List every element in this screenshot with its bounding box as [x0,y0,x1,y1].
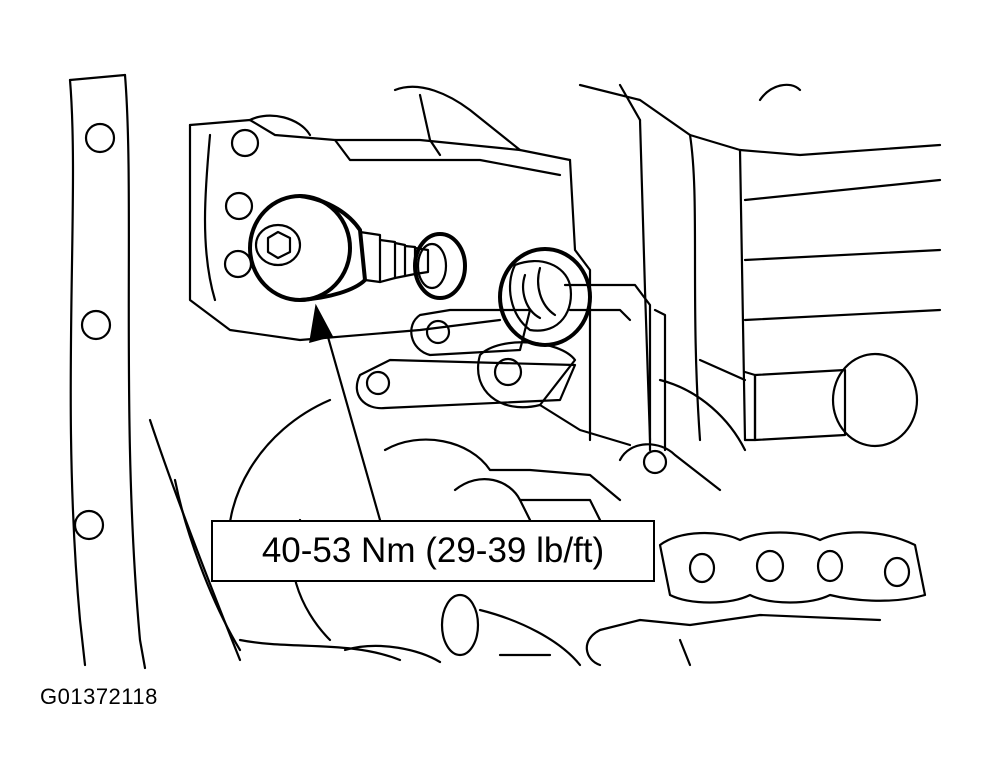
right-case-housing [568,83,942,452]
servo-plug-cap [831,352,919,448]
hex-socket-bolt-icon [248,194,467,302]
servo-plug [743,352,919,448]
bolt-washer [413,232,467,300]
gasket-hole-3 [816,549,844,583]
housing-hole-a [230,128,260,158]
housing-hole-c [223,249,253,279]
valve-body-housing [188,85,572,342]
figure-id: G01372118 [40,684,158,709]
arrow-up-icon [309,303,382,522]
manual-lever-linkage [355,308,632,447]
lower-misc-details [343,593,582,667]
gasket-strip [585,531,927,667]
flange-bolt-hole-2 [80,309,112,341]
gasket-hole-4 [883,556,911,588]
housing-hole-b [224,191,254,221]
shaft-seal-ring [498,247,592,347]
torque-callout: 40-53 Nm (29-39 lb/ft) [211,520,655,582]
left-case-flange [68,73,242,670]
lower-body-hole [642,449,668,475]
flange-bolt-hole-1 [84,122,116,154]
gasket-hole-2 [755,549,785,583]
torque-spec-label: 40-53 Nm (29-39 lb/ft) [261,531,605,570]
flange-bolt-hole-3 [73,509,105,541]
gasket-hole-1 [688,552,716,584]
selector-shaft [498,247,667,452]
